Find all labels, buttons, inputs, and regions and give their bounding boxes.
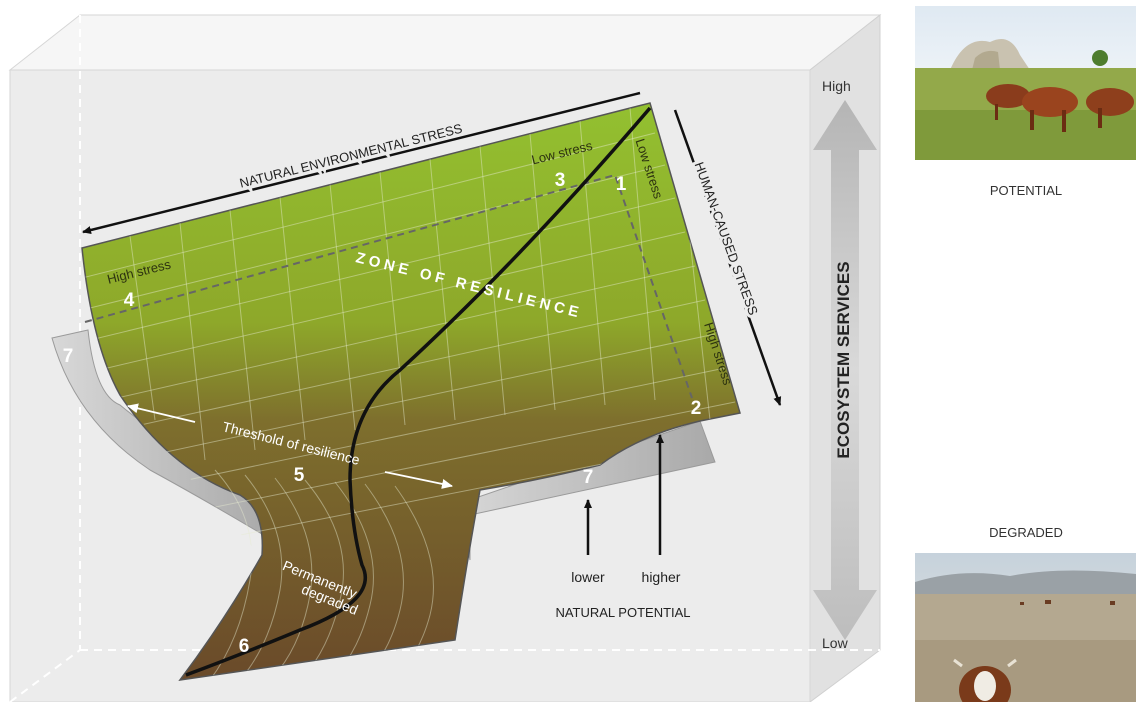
point-4: 4	[124, 290, 135, 311]
point-1: 1	[616, 174, 627, 195]
resilience-zone-boundary	[84, 173, 693, 399]
degraded-photo	[915, 553, 1136, 702]
lower-label: lower	[571, 569, 605, 585]
natural-stress-arrow	[82, 91, 641, 234]
point-7-left: 7	[63, 346, 74, 367]
point-2: 2	[691, 398, 702, 419]
degradation-trajectory	[185, 106, 652, 677]
degraded-caption: DEGRADED	[989, 525, 1063, 540]
high-label: High	[822, 78, 851, 94]
point-3: 3	[555, 170, 566, 191]
ecosystem-services-label: ECOSYSTEM SERVICES	[834, 261, 853, 458]
higher-label: higher	[642, 569, 681, 585]
natural-potential-label: NATURAL POTENTIAL	[555, 605, 690, 620]
threshold-arrow-right	[384, 471, 453, 489]
low-label: Low	[822, 635, 849, 651]
human-stress-arrow	[673, 109, 782, 406]
ecosystem-services-axis: ECOSYSTEM SERVICES	[813, 100, 877, 640]
threshold-arrow-left	[127, 403, 196, 423]
point-5: 5	[294, 465, 305, 486]
stability-landscape	[81, 102, 741, 682]
potential-photo	[915, 6, 1136, 160]
point-7-right: 7	[583, 467, 594, 488]
point-6: 6	[239, 636, 250, 657]
potential-caption: POTENTIAL	[990, 183, 1062, 198]
